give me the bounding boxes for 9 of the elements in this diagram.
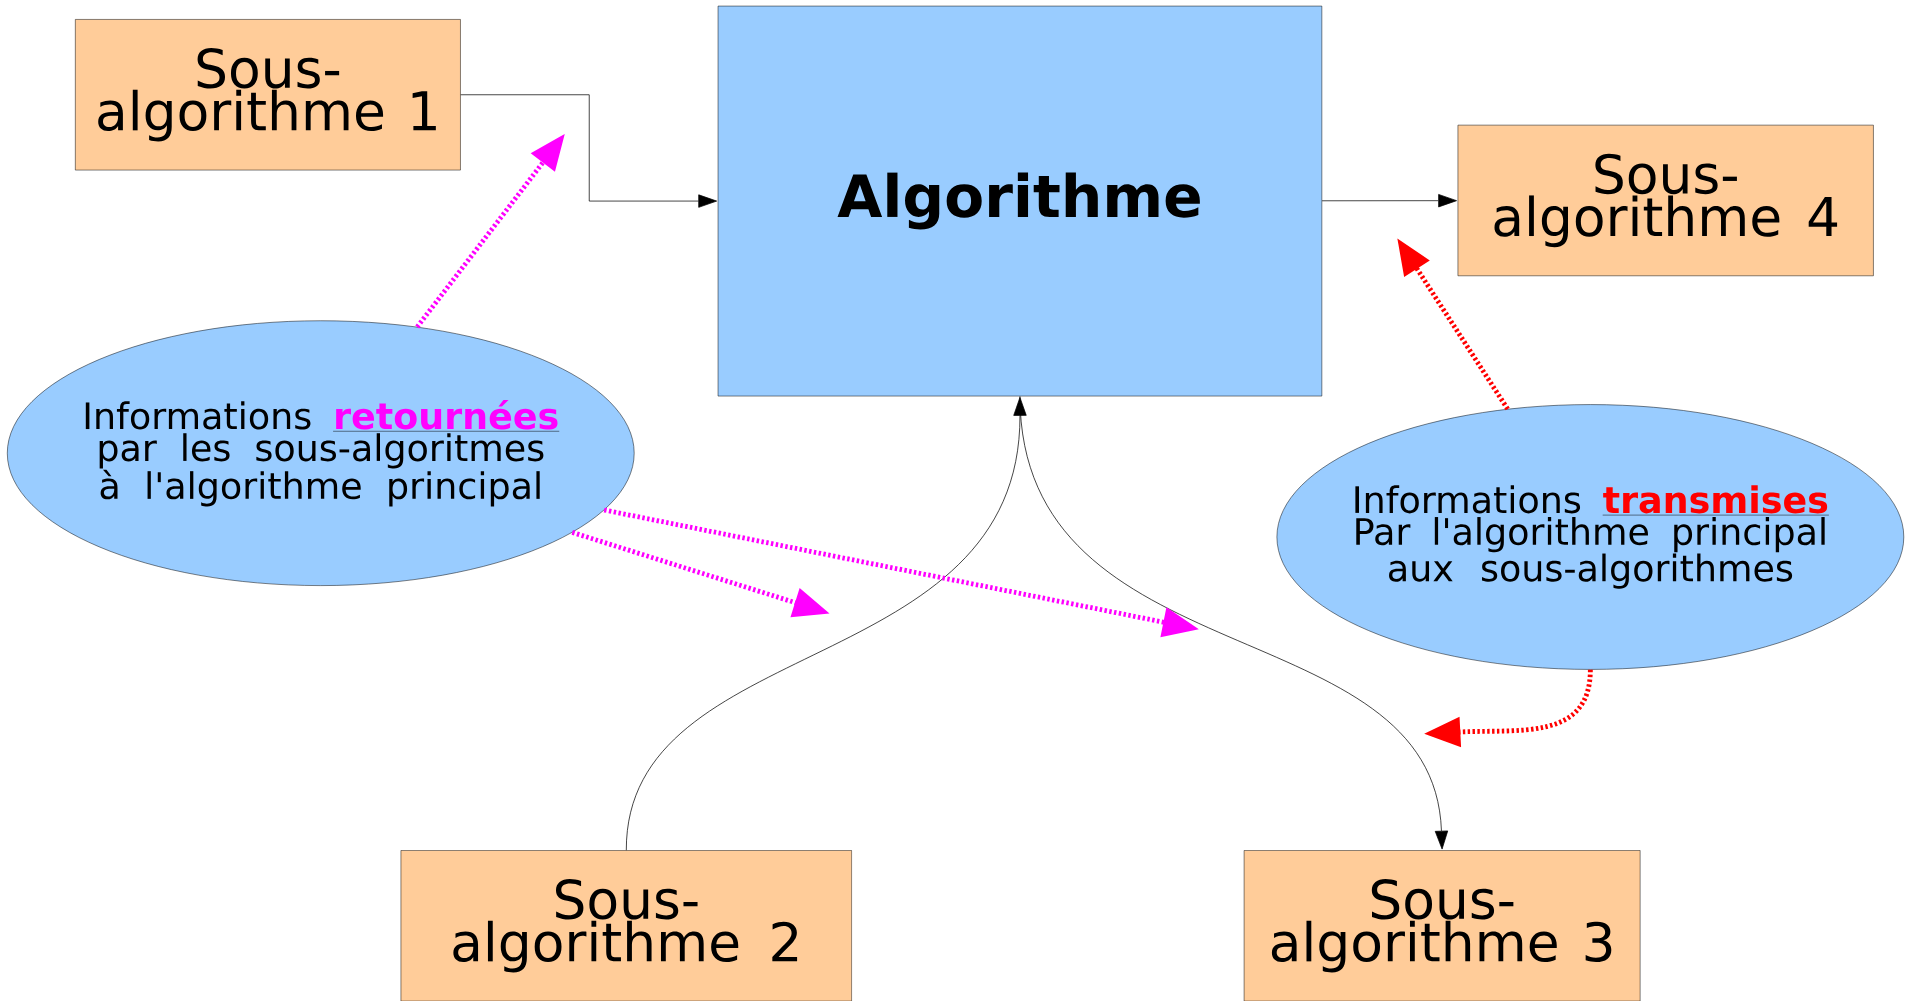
process-box: Sous- algorithme 1 (75, 19, 461, 171)
arrow (625, 397, 1027, 851)
arrow (460, 94, 718, 208)
process-box: Sous- algorithme 2 (400, 850, 852, 1001)
process-box: Sous- algorithme 3 (1243, 850, 1641, 1001)
process-box: Algorithme (717, 5, 1323, 397)
arrow (1019, 395, 1449, 850)
process-box: Sous- algorithme 4 (1457, 124, 1874, 276)
arrow (1321, 194, 1457, 208)
